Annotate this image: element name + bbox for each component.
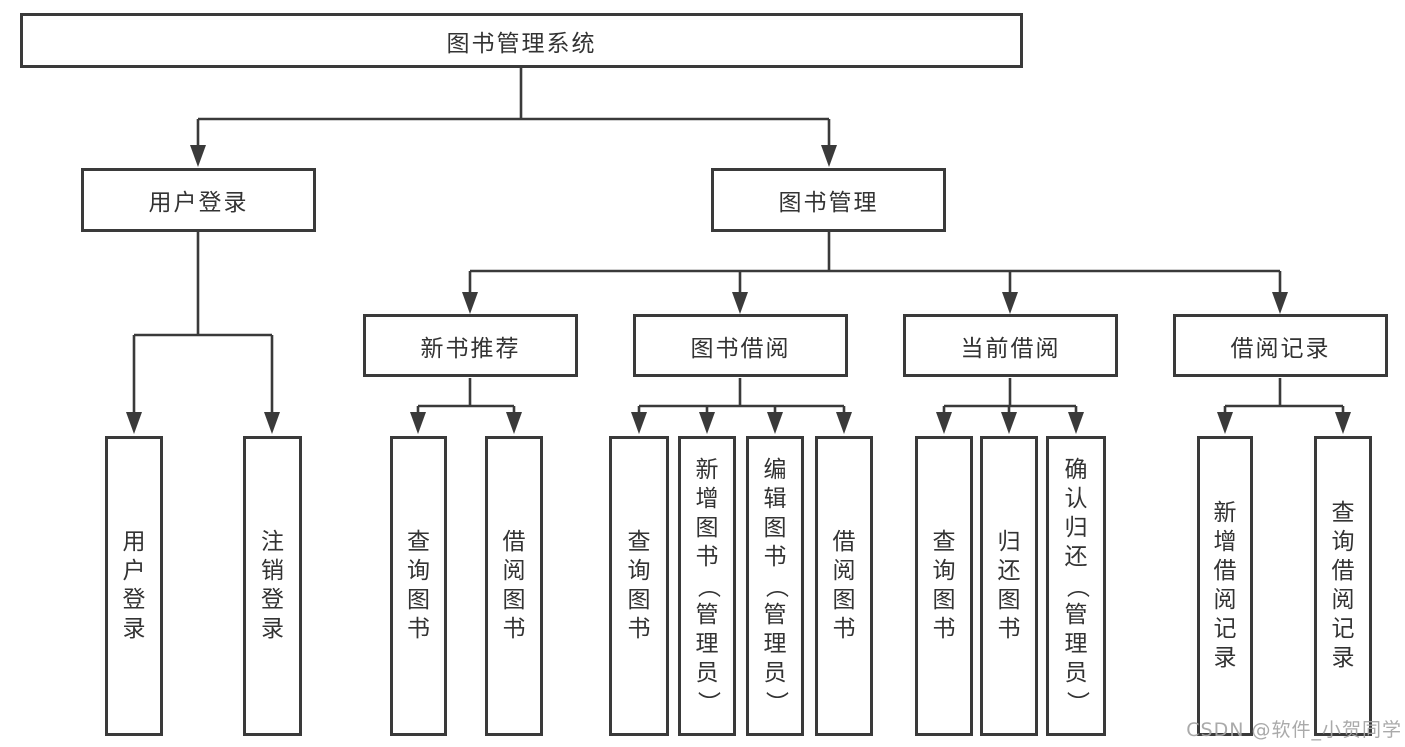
node-leaf-query-book-3: 查询图书: [915, 436, 973, 736]
arrowhead-icon: [1272, 292, 1288, 314]
node-label: 用户登录: [148, 190, 249, 216]
arrowhead-icon: [936, 412, 952, 434]
node-leaf-add-borrow-record: 新增借阅记录: [1197, 436, 1253, 736]
arrowhead-icon: [836, 412, 852, 434]
arrowhead-icon: [1217, 412, 1233, 434]
node-label: 借阅记录: [1230, 335, 1331, 362]
node-label: 查询图书: [407, 529, 430, 642]
node-label: 编辑图书（管理员）: [762, 456, 789, 714]
node-leaf-user-login: 用户登录: [105, 436, 163, 736]
node-label: 新增借阅记录: [1213, 500, 1237, 671]
node-leaf-borrow-book-2: 借阅图书: [815, 436, 873, 736]
node-current-borrow: 当前借阅: [903, 314, 1118, 377]
node-label: 注销登录: [261, 529, 284, 642]
node-leaf-query-book-2: 查询图书: [609, 436, 669, 736]
arrowhead-icon: [264, 412, 280, 434]
arrowhead-icon: [462, 292, 478, 314]
node-label: 查询借阅记录: [1331, 500, 1355, 671]
node-label: 借阅图书: [502, 529, 526, 642]
node-label: 图书管理系统: [446, 30, 597, 57]
node-root: 图书管理系统: [20, 13, 1023, 68]
node-borrow-records: 借阅记录: [1173, 314, 1388, 377]
node-label: 查询图书: [627, 529, 651, 642]
arrowhead-icon: [767, 412, 783, 434]
watermark: CSDN @软件_小贺同学: [1186, 719, 1402, 741]
node-label: 确认归还（管理员）: [1063, 456, 1090, 714]
arrowhead-icon: [1002, 292, 1018, 314]
arrowhead-icon: [1068, 412, 1084, 434]
node-label: 图书管理: [778, 190, 879, 216]
node-book-borrow: 图书借阅: [633, 314, 848, 377]
arrowhead-icon: [1001, 412, 1017, 434]
node-label: 新增图书（管理员）: [694, 456, 721, 714]
node-leaf-borrow-book-1: 借阅图书: [485, 436, 543, 736]
node-label: 图书借阅: [690, 335, 791, 362]
node-label: 查询图书: [932, 529, 956, 642]
node-leaf-logout: 注销登录: [243, 436, 302, 736]
arrowhead-icon: [190, 145, 206, 167]
node-leaf-add-book-admin: 新增图书（管理员）: [678, 436, 736, 736]
arrowhead-icon: [126, 412, 142, 434]
node-label: 当前借阅: [960, 335, 1061, 362]
node-label: 新书推荐: [420, 335, 521, 362]
node-label: 归还图书: [997, 529, 1021, 642]
node-leaf-confirm-return-admin: 确认归还（管理员）: [1046, 436, 1106, 736]
arrowhead-icon: [821, 145, 837, 167]
arrowhead-icon: [1335, 412, 1351, 434]
arrowhead-icon: [631, 412, 647, 434]
arrowhead-icon: [506, 412, 522, 434]
node-book-management: 图书管理: [711, 168, 946, 232]
node-user-login: 用户登录: [81, 168, 316, 232]
arrowhead-icon: [732, 292, 748, 314]
arrowhead-icon: [699, 412, 715, 434]
arrowheads: [126, 145, 1351, 434]
arrowhead-icon: [410, 412, 426, 434]
node-leaf-return-book: 归还图书: [980, 436, 1038, 736]
node-leaf-edit-book-admin: 编辑图书（管理员）: [746, 436, 804, 736]
node-leaf-query-borrow-record: 查询借阅记录: [1314, 436, 1372, 736]
connector-path: [132, 68, 1345, 414]
node-label: 借阅图书: [832, 529, 856, 642]
node-new-book-recommend: 新书推荐: [363, 314, 578, 377]
node-leaf-query-book-1: 查询图书: [390, 436, 447, 736]
node-label: 用户登录: [122, 529, 146, 642]
